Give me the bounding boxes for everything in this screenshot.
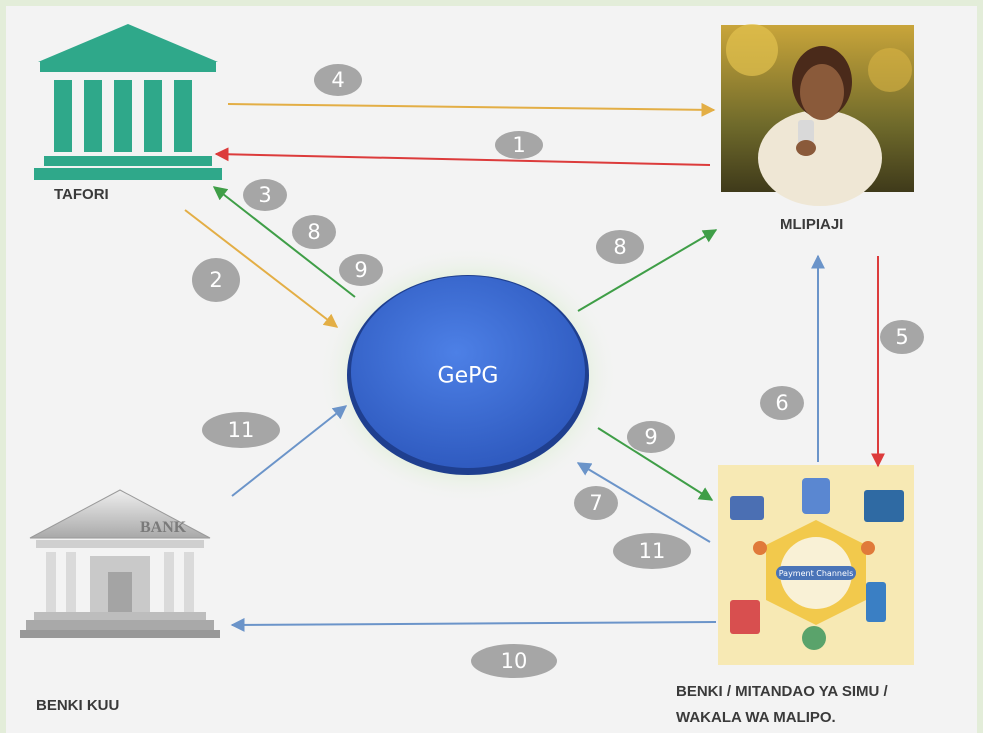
arrow-step-9b	[597, 427, 714, 501]
arrow-step-11a	[231, 405, 348, 497]
tafori-label: TAFORI	[54, 186, 109, 203]
svg-text:4: 4	[331, 68, 344, 92]
bank-sign: BANK	[140, 519, 187, 536]
gepg-node: GePG	[318, 247, 618, 503]
svg-text:8: 8	[613, 235, 626, 259]
step-badge-11-left: 11	[202, 412, 280, 448]
flow-arrows	[184, 102, 885, 632]
channels-label: BENKI / MITANDAO YA SIMU / WAKALA WA MAL…	[676, 683, 888, 726]
step-badge-10: 10	[471, 644, 557, 678]
step-badge-11-right: 11	[613, 533, 691, 569]
payment-channels-illustration: Payment Channels	[718, 465, 914, 665]
svg-text:10: 10	[501, 649, 528, 673]
svg-text:7: 7	[589, 491, 602, 515]
arrow-step-10	[230, 617, 717, 632]
step-badge-9-right: 9	[627, 421, 675, 453]
step-badges: 4 1 3 8 9 2 8 5 6 11 9 7 11 10	[192, 64, 924, 678]
payer-photo	[721, 24, 914, 206]
step-badge-3: 3	[243, 179, 287, 211]
step-badge-8-left: 8	[292, 215, 336, 249]
svg-text:8: 8	[307, 220, 320, 244]
arrow-step-2	[184, 209, 339, 328]
step-badge-4: 4	[314, 64, 362, 96]
step-badge-6: 6	[760, 386, 804, 420]
arrow-step-4	[227, 102, 716, 117]
svg-text:6: 6	[775, 391, 788, 415]
step-badge-1: 1	[495, 131, 543, 159]
step-badge-9-left: 9	[339, 254, 383, 286]
arrow-step-3	[212, 186, 356, 298]
svg-text:3: 3	[258, 183, 271, 207]
svg-text:1: 1	[512, 133, 525, 157]
step-badge-7: 7	[574, 486, 618, 520]
mlipiaji-label: MLIPIAJI	[780, 216, 844, 233]
svg-text:11: 11	[639, 539, 666, 563]
bank-icon: BANK	[20, 489, 220, 638]
svg-text:2: 2	[209, 268, 222, 292]
arrow-step-7	[576, 462, 711, 543]
svg-text:5: 5	[895, 325, 908, 349]
arrow-step-8a	[577, 229, 718, 312]
step-badge-5: 5	[880, 320, 924, 354]
step-badge-2: 2	[192, 258, 240, 302]
gepg-label: GePG	[438, 364, 499, 389]
svg-text:9: 9	[354, 258, 367, 282]
svg-text:9: 9	[644, 425, 657, 449]
building-icon	[34, 24, 222, 180]
arrow-step-1	[214, 147, 711, 166]
payment-channels-text: Payment Channels	[779, 569, 854, 578]
svg-text:11: 11	[228, 418, 255, 442]
step-badge-8-right: 8	[596, 230, 644, 264]
benki-kuu-label: BENKI KUU	[36, 697, 120, 714]
